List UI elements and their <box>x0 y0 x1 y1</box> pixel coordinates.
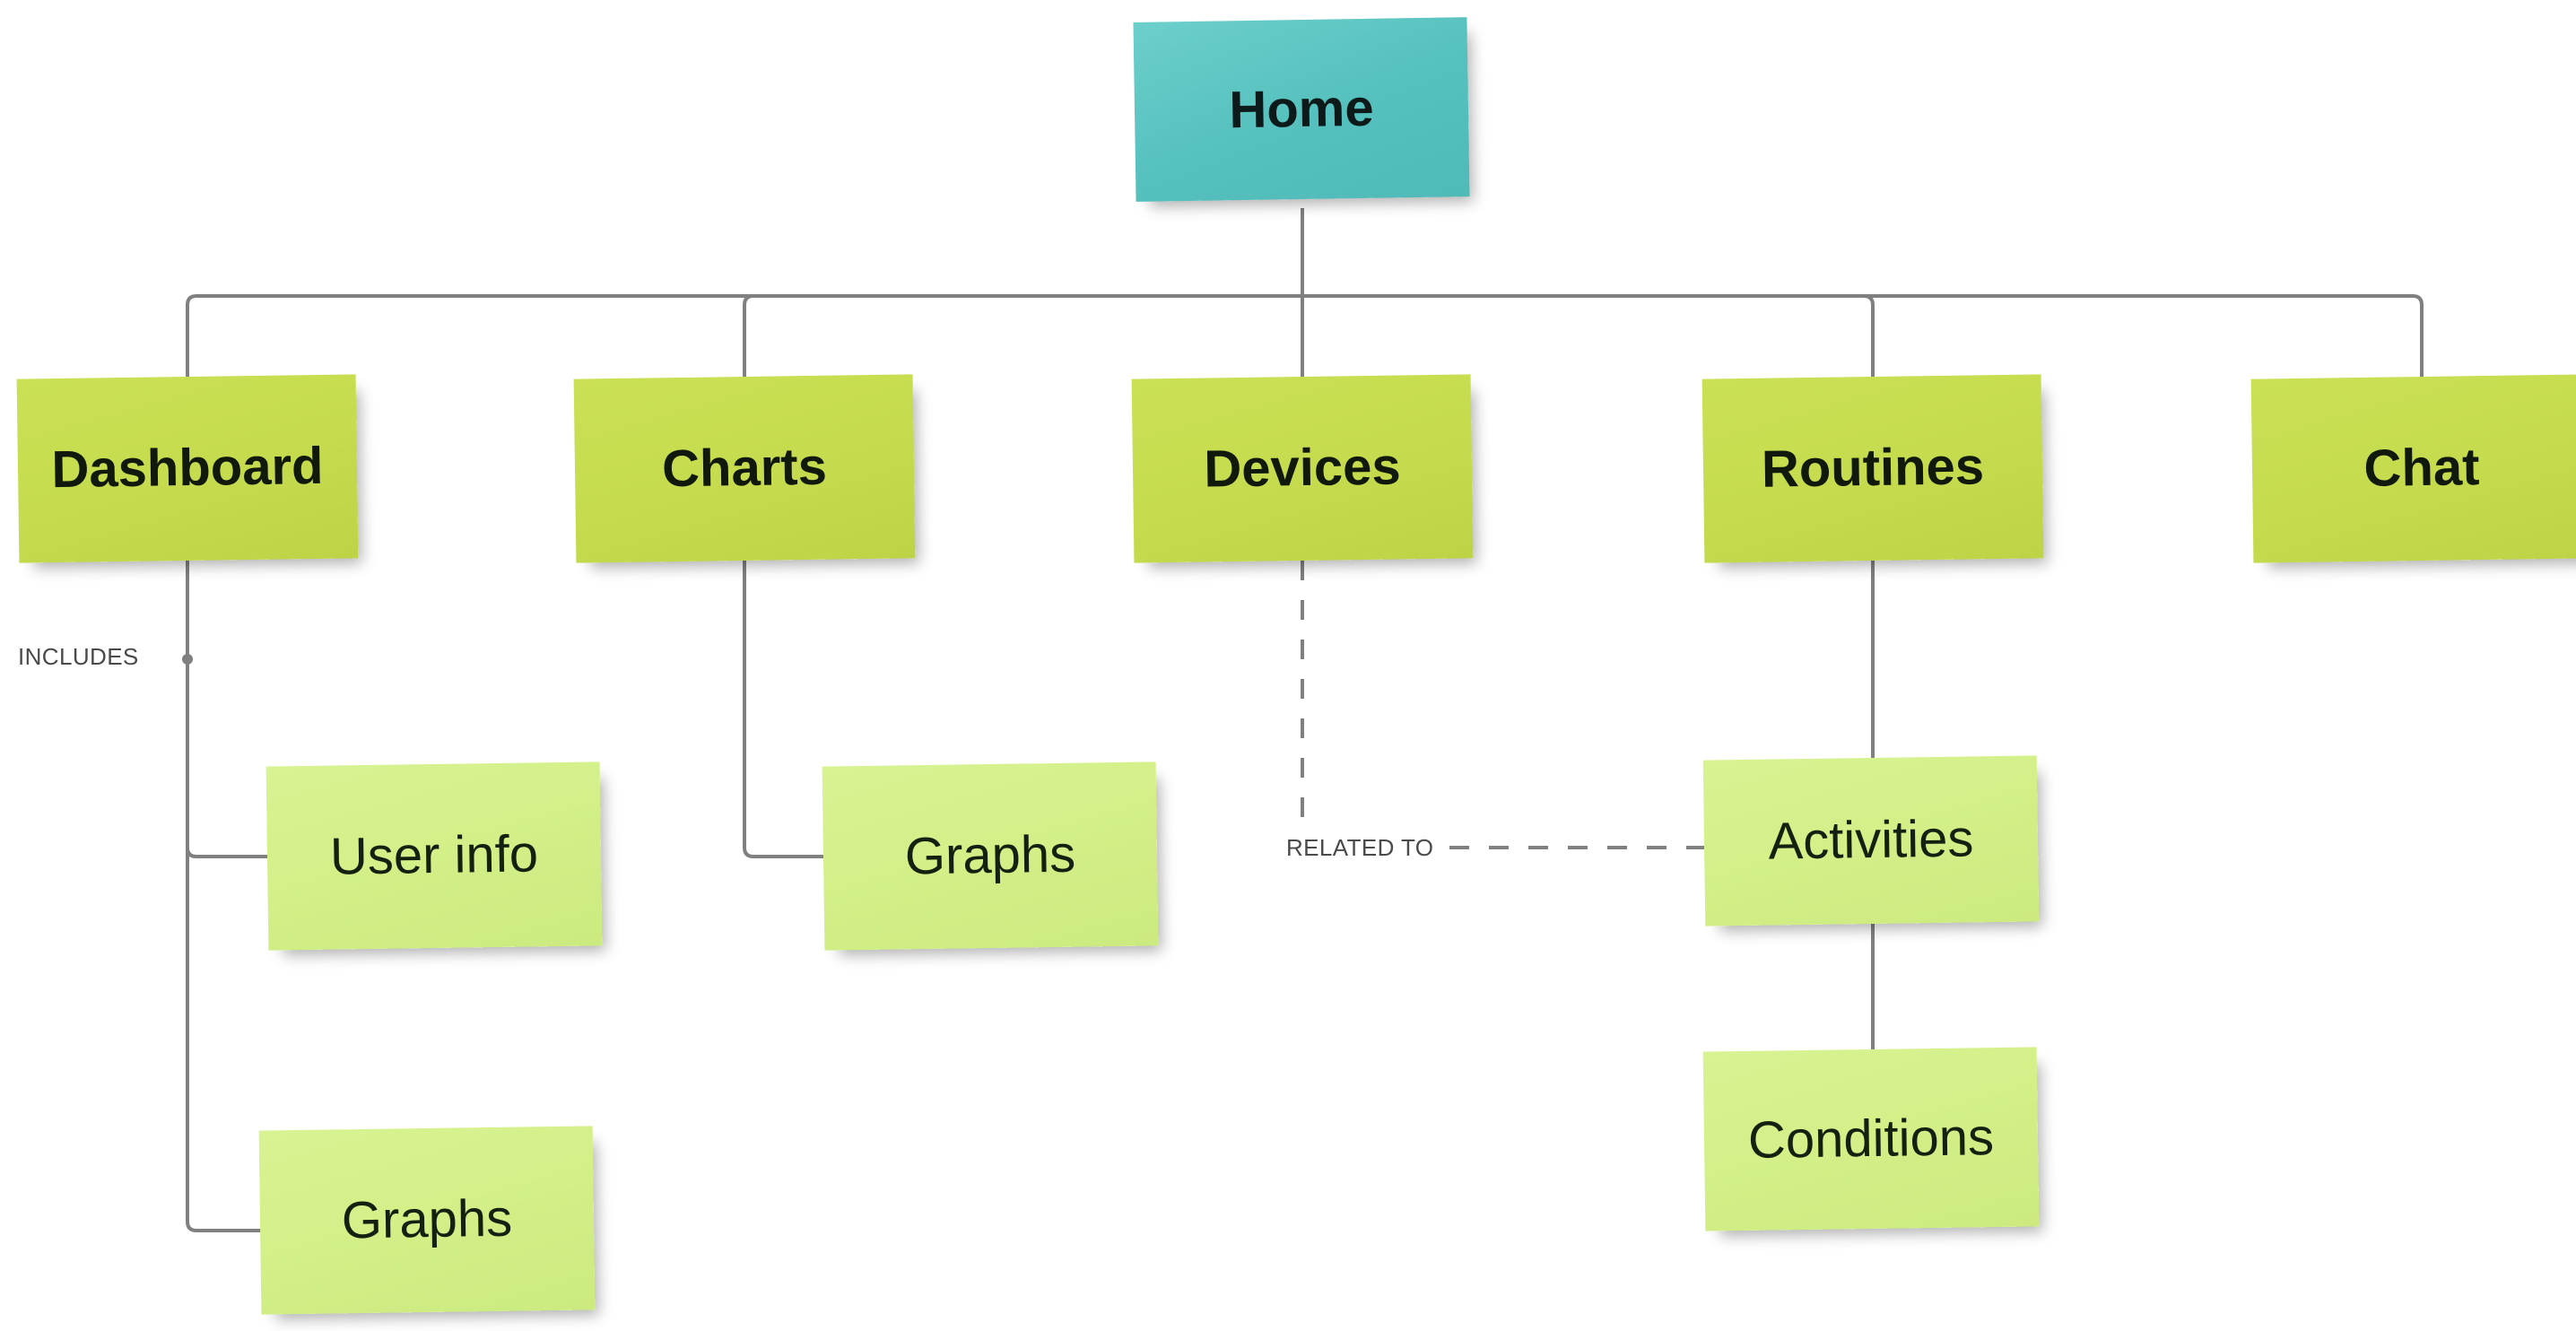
node-devices-label: Devices <box>1203 437 1402 499</box>
edge-label-includes: INCLUDES <box>18 643 139 670</box>
node-dashboard-label: Dashboard <box>51 436 324 500</box>
edge-label-anchor-includes <box>182 654 193 665</box>
edge-home-to-routines <box>1302 294 1875 377</box>
node-routines[interactable]: Routines <box>1701 374 2044 563</box>
edge-dashboard-to-user-info <box>186 847 269 858</box>
node-conditions-label: Conditions <box>1747 1107 1995 1170</box>
edge-devices-to-activities <box>1301 561 1704 849</box>
node-charts-label: Charts <box>661 437 828 499</box>
node-chat-label: Chat <box>2363 438 2480 498</box>
node-routines-label: Routines <box>1761 437 1985 499</box>
edge-charts-to-graphs <box>743 561 825 858</box>
edge-label-related-to: RELATED TO <box>1286 834 1445 862</box>
node-activities-label: Activities <box>1768 809 1974 871</box>
node-charts-graphs[interactable]: Graphs <box>822 761 1159 951</box>
node-conditions[interactable]: Conditions <box>1702 1047 2040 1231</box>
edge-home-to-dashboard <box>186 294 1302 377</box>
edge-home-to-chat <box>1302 294 2424 377</box>
node-dashboard-graphs-label: Graphs <box>341 1188 513 1250</box>
node-dashboard-graphs[interactable]: Graphs <box>258 1126 596 1315</box>
node-user-info[interactable]: User info <box>265 761 603 951</box>
edge-dashboard-spine <box>186 561 269 1232</box>
node-dashboard[interactable]: Dashboard <box>16 374 359 563</box>
edge-home-to-charts <box>743 294 1302 377</box>
node-charts[interactable]: Charts <box>573 374 916 563</box>
node-charts-graphs-label: Graphs <box>904 824 1076 886</box>
node-devices[interactable]: Devices <box>1131 374 1474 563</box>
node-activities[interactable]: Activities <box>1702 755 2040 926</box>
node-home-label: Home <box>1228 78 1375 139</box>
node-user-info-label: User info <box>329 824 539 886</box>
node-home[interactable]: Home <box>1133 17 1470 202</box>
node-chat[interactable]: Chat <box>2250 374 2576 563</box>
